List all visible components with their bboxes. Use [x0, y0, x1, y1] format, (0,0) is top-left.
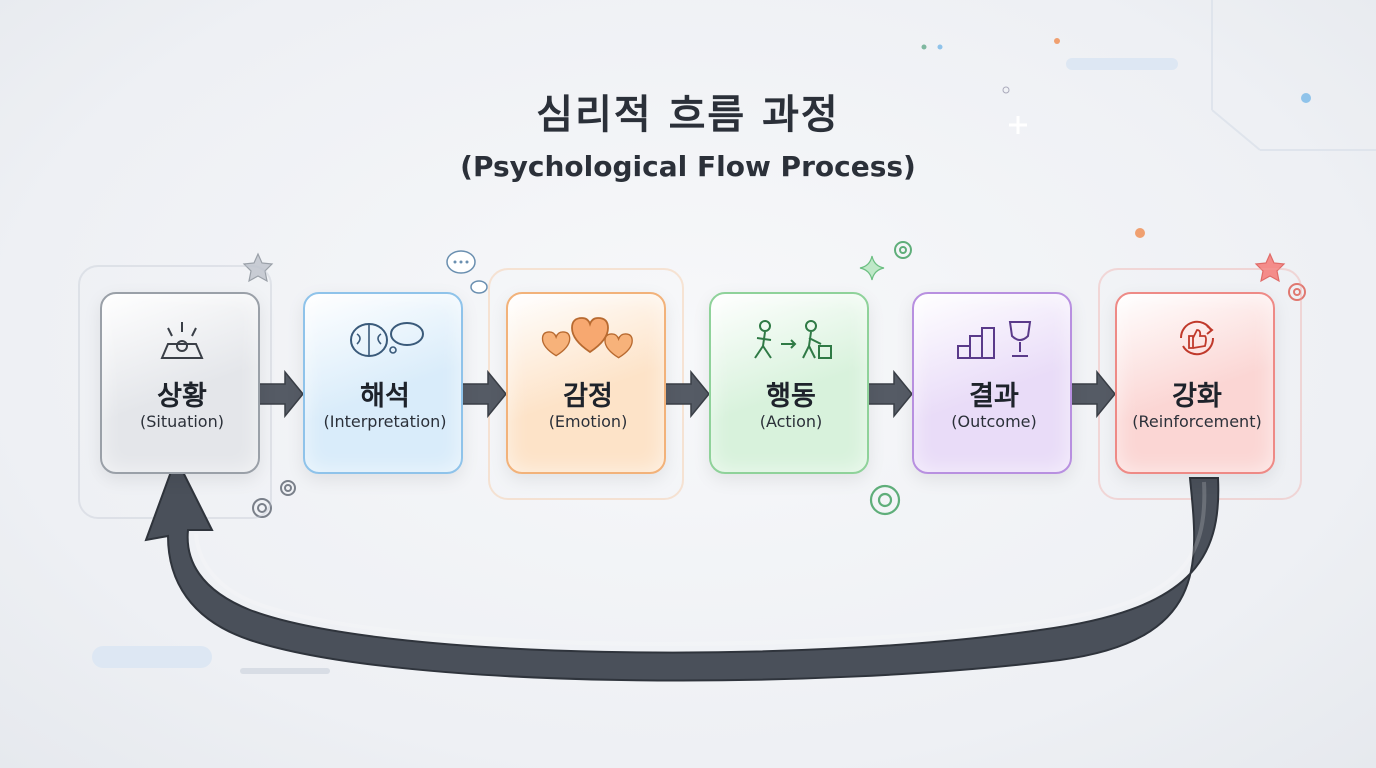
step-label-en: (Emotion) [548, 412, 628, 431]
step-card-interpretation: 해석 (Interpretation) [303, 292, 463, 474]
step-label-en: (Action) [759, 412, 823, 431]
diagram-subtitle: (Psychological Flow Process) [460, 150, 916, 183]
step-label-ko: 결과 [969, 381, 1019, 412]
step-card-outcome: 결과 (Outcome) [912, 292, 1072, 474]
step-card-reinforcement: 강화 (Reinforcement) [1115, 292, 1275, 474]
hearts-face-icon [541, 317, 633, 359]
step-label-ko: 감정 [563, 381, 613, 412]
step-label-ko: 해석 [360, 381, 410, 412]
step-label-ko: 강화 [1172, 381, 1222, 412]
star-icon [1254, 252, 1286, 283]
thumbs-up-cycle-icon [1179, 320, 1215, 356]
brain-thought-icon [350, 322, 424, 357]
step-label-en: (Outcome) [951, 412, 1037, 431]
step-label-ko: 상황 [157, 381, 207, 412]
step-card-situation: 상황 (Situation) [100, 292, 260, 474]
person-action-icon [754, 320, 832, 359]
step-label-en: (Situation) [140, 412, 224, 431]
feedback-arrow-highlight [194, 481, 1207, 646]
step-label-en: (Reinforcement) [1132, 412, 1262, 431]
podium-trophy-icon [957, 321, 1032, 359]
gear-icon [869, 484, 901, 516]
gear-icon [894, 241, 912, 259]
step-label-en: (Interpretation) [323, 412, 447, 431]
step-label-ko: 행동 [766, 381, 816, 412]
feedback-loop-arrow [144, 455, 1220, 682]
diagram-title: 심리적 흐름 과정 [536, 92, 840, 138]
chat-bubble-icon [446, 250, 488, 294]
step-card-emotion: 감정 (Emotion) [506, 292, 666, 474]
sparkle-icon [859, 255, 885, 281]
step-card-action: 행동 (Action) [709, 292, 869, 474]
alarm-icon [160, 322, 204, 359]
